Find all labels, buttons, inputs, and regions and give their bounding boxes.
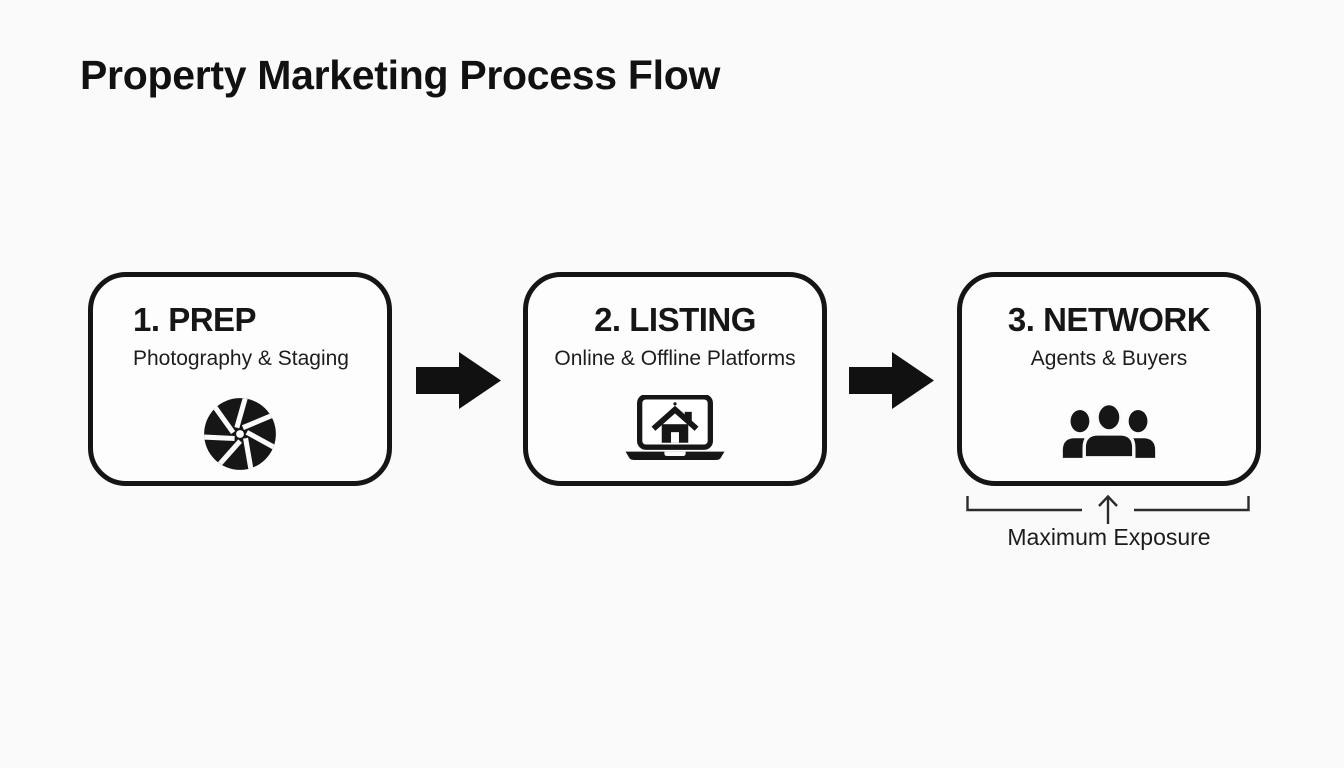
step-subtitle: Agents & Buyers <box>1030 347 1188 370</box>
people-group-icon <box>1062 403 1156 458</box>
step-icon-area <box>962 403 1256 458</box>
step-card-prep: 1. PREP Photography & Staging <box>88 272 392 486</box>
step-card-listing: 2. LISTING Online & Offline Platforms <box>523 272 827 486</box>
step-heading: 2. LISTING <box>594 301 756 338</box>
step-card-network: 3. NETWORK Agents & Buyers <box>957 272 1261 486</box>
arrow-right-icon <box>849 352 934 409</box>
step-subtitle: Photography & Staging <box>133 347 349 370</box>
step-icon-area <box>93 395 387 473</box>
camera-aperture-icon <box>201 395 279 473</box>
laptop-house-icon <box>625 395 725 460</box>
arrow-right-icon <box>416 352 501 409</box>
up-arrow-icon <box>1098 494 1118 524</box>
step-icon-area <box>528 395 822 464</box>
step-heading: 1. PREP <box>133 301 257 338</box>
exposure-bracket <box>966 494 1250 524</box>
step-subtitle: Online & Offline Platforms <box>554 347 796 370</box>
step-heading: 3. NETWORK <box>1007 301 1211 338</box>
annotation-label: Maximum Exposure <box>1007 524 1211 550</box>
page-title: Property Marketing Process Flow <box>80 52 721 98</box>
